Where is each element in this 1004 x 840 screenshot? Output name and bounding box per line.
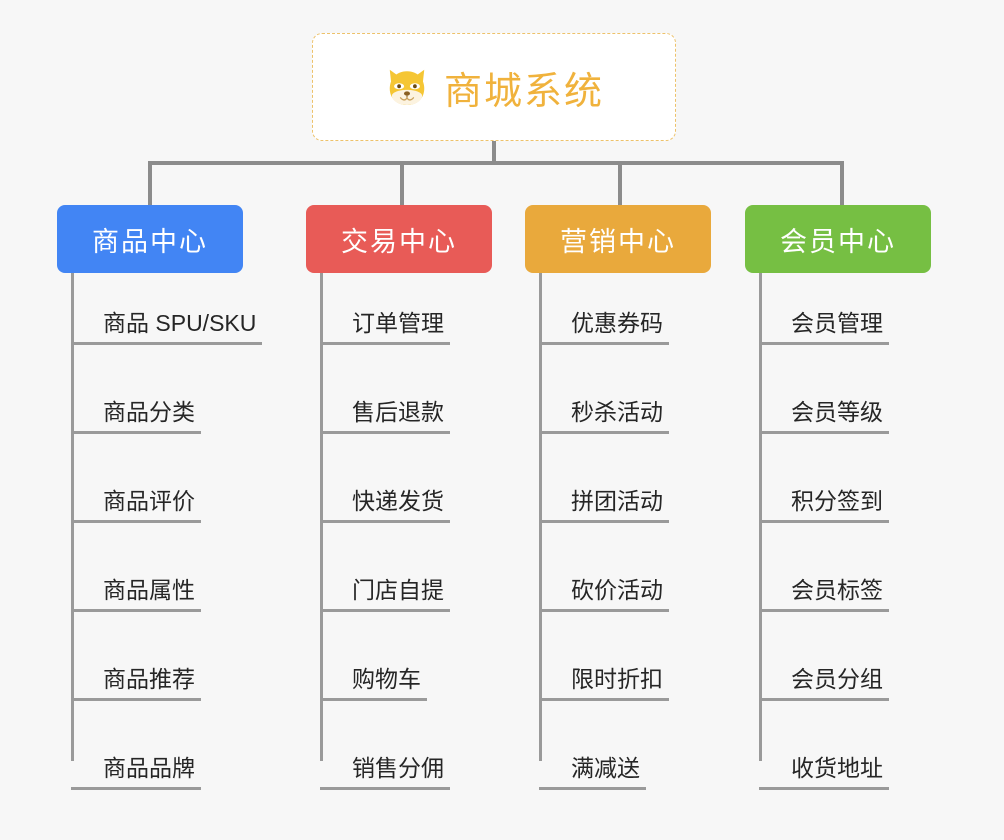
- branch-header-marketing-center[interactable]: 营销中心: [525, 205, 711, 273]
- leaf-item[interactable]: 会员分组: [759, 657, 889, 701]
- leaf-item-label: 商品评价: [71, 486, 201, 523]
- leaf-item-label: 购物车: [320, 664, 427, 701]
- leaf-item-label: 会员等级: [759, 397, 889, 434]
- leaf-item[interactable]: 拼团活动: [539, 479, 669, 523]
- branch-header-member-center[interactable]: 会员中心: [745, 205, 931, 273]
- leaf-item-label: 销售分佣: [320, 753, 450, 790]
- root-title: 商城系统: [443, 70, 604, 113]
- leaf-item-label: 收货地址: [759, 753, 889, 790]
- leaf-item[interactable]: 积分签到: [759, 479, 889, 523]
- branch-header-label: 营销中心: [560, 226, 676, 257]
- leaf-item-label: 积分签到: [759, 486, 889, 523]
- branch-spine: [71, 273, 74, 761]
- leaf-item-label: 门店自提: [320, 575, 450, 612]
- leaf-item-label: 商品属性: [71, 575, 201, 612]
- leaf-item[interactable]: 优惠券码: [539, 301, 669, 345]
- leaf-item[interactable]: 商品分类: [71, 390, 201, 434]
- leaf-item-label: 售后退款: [320, 397, 450, 434]
- leaf-item[interactable]: 售后退款: [320, 390, 450, 434]
- leaf-item[interactable]: 会员标签: [759, 568, 889, 612]
- branch-spine: [759, 273, 762, 761]
- branch-header-label: 交易中心: [341, 226, 457, 257]
- connector-horizontal-bus: [148, 161, 844, 165]
- leaf-item-label: 订单管理: [320, 308, 450, 345]
- branch-header-label: 商品中心: [92, 226, 208, 257]
- leaf-item[interactable]: 销售分佣: [320, 746, 450, 790]
- branch-spine: [539, 273, 542, 761]
- leaf-item-label: 会员分组: [759, 664, 889, 701]
- leaf-item-label: 商品推荐: [71, 664, 201, 701]
- leaf-item-label: 商品品牌: [71, 753, 201, 790]
- branch-header-product-center[interactable]: 商品中心: [57, 205, 243, 273]
- leaf-item[interactable]: 订单管理: [320, 301, 450, 345]
- leaf-item-label: 优惠券码: [539, 308, 669, 345]
- leaf-item-label: 拼团活动: [539, 486, 669, 523]
- leaf-item[interactable]: 收货地址: [759, 746, 889, 790]
- connector-drop-branch-2: [618, 161, 622, 207]
- leaf-item[interactable]: 商品品牌: [71, 746, 201, 790]
- leaf-item-label: 满减送: [539, 753, 646, 790]
- leaf-item[interactable]: 快递发货: [320, 479, 450, 523]
- leaf-item[interactable]: 会员等级: [759, 390, 889, 434]
- leaf-item-label: 商品 SPU/SKU: [71, 308, 263, 345]
- leaf-item[interactable]: 商品评价: [71, 479, 201, 523]
- leaf-item[interactable]: 门店自提: [320, 568, 450, 612]
- leaf-item-label: 商品分类: [71, 397, 201, 434]
- branch-header-label: 会员中心: [780, 226, 896, 257]
- leaf-item[interactable]: 砍价活动: [539, 568, 669, 612]
- leaf-item-label: 秒杀活动: [539, 397, 669, 434]
- leaf-item[interactable]: 限时折扣: [539, 657, 669, 701]
- branch-spine: [320, 273, 323, 761]
- leaf-item-label: 会员管理: [759, 308, 889, 345]
- root-node[interactable]: 商城系统: [312, 33, 676, 141]
- leaf-item[interactable]: 商品属性: [71, 568, 201, 612]
- shiba-dog-face-icon: [384, 64, 430, 110]
- leaf-item[interactable]: 商品推荐: [71, 657, 201, 701]
- branch-header-trade-center[interactable]: 交易中心: [306, 205, 492, 273]
- leaf-item-label: 快递发货: [320, 486, 450, 523]
- leaf-item[interactable]: 满减送: [539, 746, 646, 790]
- connector-drop-branch-3: [840, 161, 844, 207]
- connector-root-stem: [492, 141, 496, 164]
- leaf-item[interactable]: 秒杀活动: [539, 390, 669, 434]
- connector-drop-branch-1: [400, 161, 404, 207]
- leaf-item-label: 会员标签: [759, 575, 889, 612]
- leaf-item[interactable]: 购物车: [320, 657, 427, 701]
- leaf-item[interactable]: 商品 SPU/SKU: [71, 301, 263, 345]
- leaf-item-label: 砍价活动: [539, 575, 669, 612]
- leaf-item[interactable]: 会员管理: [759, 301, 889, 345]
- connector-drop-branch-0: [148, 161, 152, 207]
- leaf-item-label: 限时折扣: [539, 664, 669, 701]
